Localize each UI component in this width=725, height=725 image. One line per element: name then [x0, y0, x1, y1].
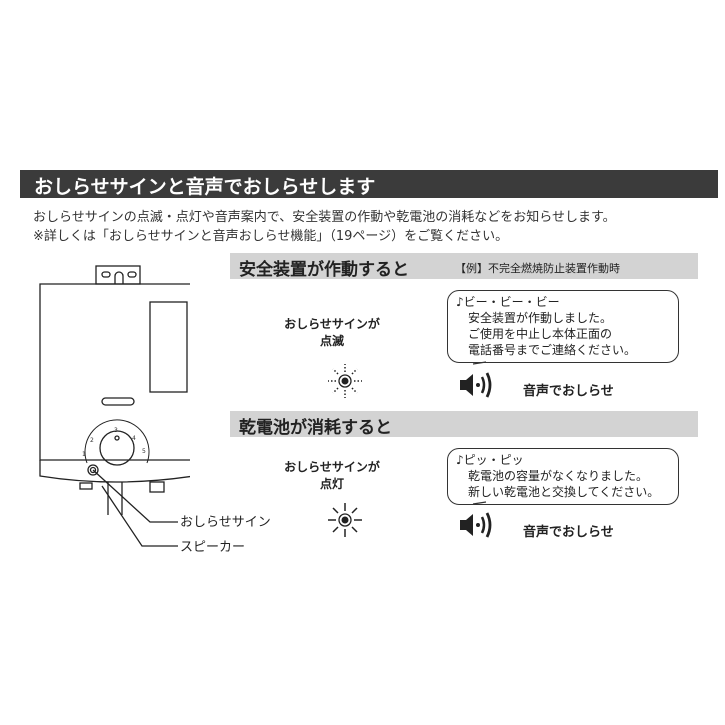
sign-state-line: 点灯	[319, 477, 344, 491]
page-title: おしらせサインと音声でおしらせします	[34, 176, 376, 198]
sign-state-line: おしらせサインが	[284, 460, 380, 474]
svg-text:5: 5	[142, 448, 146, 455]
svg-text:4: 4	[132, 435, 136, 442]
section-title-bar: おしらせサインと音声でおしらせします	[20, 170, 718, 198]
section-heading: 安全装置が作動すると	[239, 260, 409, 280]
message-line: 安全装置が作動しました。	[468, 311, 613, 325]
sign-state-label: おしらせサインが 点滅	[262, 316, 402, 350]
voice-message-bubble: ♪ビー・ビー・ビー 安全装置が作動しました。 ご使用を中止し本体正面の 電話番号…	[447, 290, 679, 363]
section-safety-header: 安全装置が作動すると 【例】不完全燃焼防止装置作動時	[230, 253, 698, 280]
sign-state-line: おしらせサインが	[284, 317, 380, 331]
voice-label: 音声でおしらせ	[523, 525, 614, 540]
voice-label: 音声でおしらせ	[523, 384, 614, 399]
section-heading: 乾電池が消耗すると	[239, 418, 392, 438]
intro-line-2: ※詳しくは「おしらせサインと音声おしらせ機能」（19ページ）をご覧ください。	[33, 229, 509, 244]
message-line: 電話番号までご連絡ください。	[468, 343, 637, 357]
dial-scale: 12 3 45	[82, 427, 146, 458]
message-line: 新しい乾電池と交換してください。	[468, 485, 660, 499]
message-line: 乾電池の容量がなくなりました。	[468, 469, 649, 483]
speaker-icon	[460, 501, 492, 538]
section-example: 【例】不完全燃焼防止装置作動時	[455, 262, 620, 275]
intro-line-1: おしらせサインの点滅・点灯や音声案内で、安全装置の作動や乾電池の消耗などをお知ら…	[33, 210, 616, 225]
svg-text:2: 2	[90, 437, 94, 444]
blinking-light-icon	[328, 364, 362, 398]
speaker-icon	[460, 361, 492, 398]
sound-text: ♪ビー・ビー・ビー	[456, 295, 560, 309]
voice-message-bubble: ♪ピッ・ピッ 乾電池の容量がなくなりました。 新しい乾電池と交換してください。	[447, 448, 679, 505]
svg-text:3: 3	[114, 427, 118, 434]
sign-state-line: 点滅	[319, 334, 344, 348]
sign-callout-label: おしらせサイン	[180, 515, 271, 530]
speaker-callout-label: スピーカー	[180, 540, 246, 555]
sign-state-label: おしらせサインが 点灯	[262, 459, 402, 493]
water-heater-illustration: 12 3 45	[39, 265, 190, 547]
sound-text: ♪ピッ・ピッ	[456, 453, 524, 467]
section-battery-header: 乾電池が消耗すると	[230, 411, 698, 438]
message-line: ご使用を中止し本体正面の	[468, 327, 613, 341]
lit-light-icon	[328, 503, 362, 537]
svg-text:1: 1	[82, 451, 86, 458]
